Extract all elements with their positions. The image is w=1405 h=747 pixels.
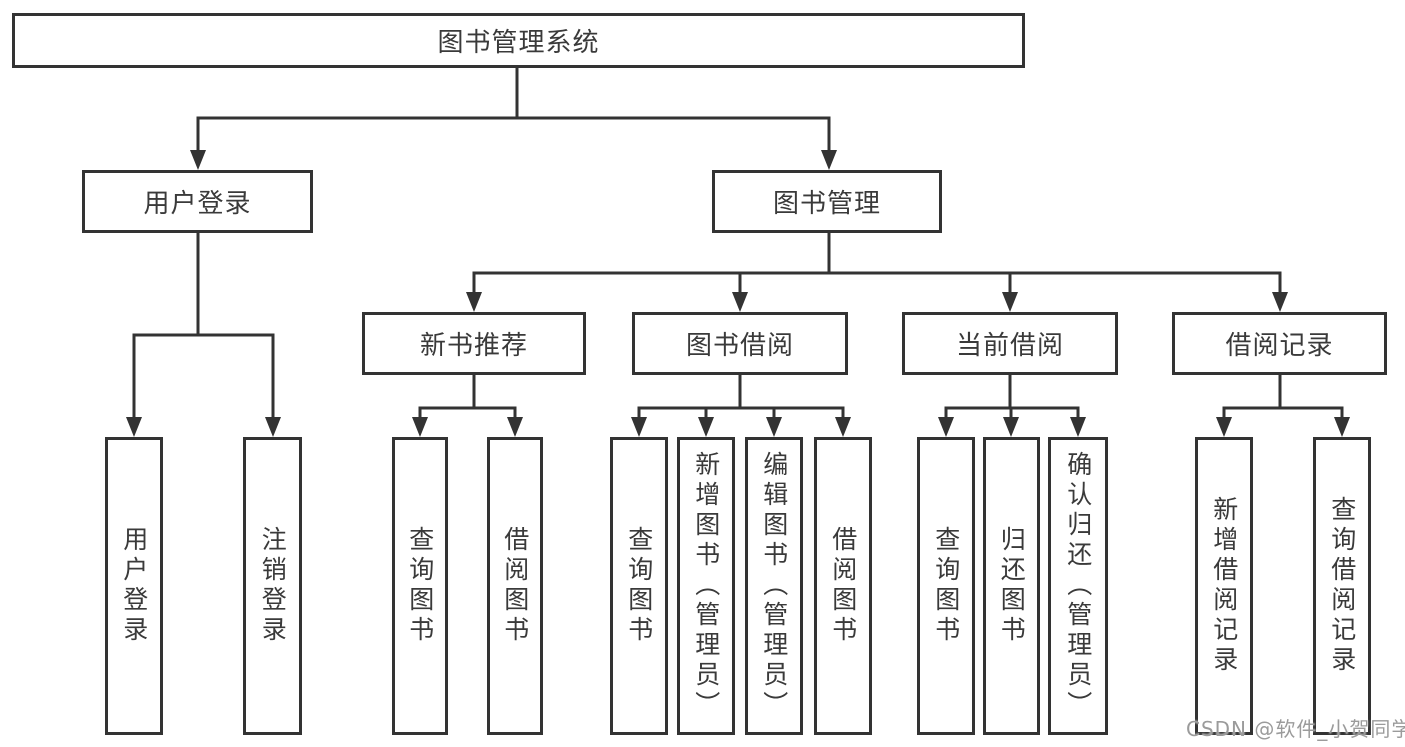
node-current-borrowing: 当前借阅	[902, 312, 1118, 375]
leaf-return-books-label: 归还图书	[997, 526, 1027, 646]
node-current-borrowing-label: 当前借阅	[955, 331, 1064, 361]
leaf-borrow-books-recommend: 借阅图书	[487, 437, 543, 735]
leaf-add-borrow-record: 新增借阅记录	[1195, 437, 1253, 735]
leaf-query-books-current: 查询图书	[917, 437, 975, 735]
leaf-confirm-return-admin-label: 确认归还（管理员）	[1063, 451, 1093, 721]
leaf-query-borrow-record-label: 查询借阅记录	[1327, 496, 1357, 676]
leaf-query-books-recommend-label: 查询图书	[405, 526, 435, 646]
leaf-add-borrow-record-label: 新增借阅记录	[1209, 496, 1239, 676]
leaf-logout-label: 注销登录	[258, 526, 288, 646]
leaf-add-book-admin: 新增图书（管理员）	[677, 437, 735, 735]
node-book-management: 图书管理	[712, 170, 942, 233]
node-user-login-label: 用户登录	[143, 189, 252, 219]
leaf-query-books-borrowing-label: 查询图书	[624, 526, 654, 646]
leaf-borrow-books-borrowing-label: 借阅图书	[828, 526, 858, 646]
watermark: CSDN @软件_小贺同学	[1186, 717, 1405, 741]
leaf-user-login: 用户登录	[105, 437, 163, 735]
leaf-query-borrow-record: 查询借阅记录	[1313, 437, 1371, 735]
node-library-system-label: 图书管理系统	[437, 28, 600, 58]
node-new-book-recommend: 新书推荐	[362, 312, 586, 375]
node-book-borrowing-label: 图书借阅	[685, 331, 794, 361]
leaf-add-book-admin-label: 新增图书（管理员）	[691, 451, 721, 721]
leaf-user-login-label: 用户登录	[119, 526, 149, 646]
node-library-system: 图书管理系统	[12, 13, 1025, 68]
leaf-borrow-books-borrowing: 借阅图书	[814, 437, 872, 735]
node-book-borrowing: 图书借阅	[632, 312, 848, 375]
leaf-query-books-current-label: 查询图书	[931, 526, 961, 646]
node-borrowing-records: 借阅记录	[1172, 312, 1387, 375]
leaf-query-books-recommend: 查询图书	[392, 437, 448, 735]
node-book-management-label: 图书管理	[772, 189, 881, 219]
leaf-logout: 注销登录	[243, 437, 302, 735]
node-new-book-recommend-label: 新书推荐	[419, 331, 528, 361]
leaf-return-books: 归还图书	[983, 437, 1040, 735]
connector-paths	[132, 68, 1344, 420]
leaf-query-books-borrowing: 查询图书	[610, 437, 668, 735]
arrowheads	[126, 150, 1350, 437]
leaf-edit-book-admin-label: 编辑图书（管理员）	[759, 451, 789, 721]
leaf-borrow-books-recommend-label: 借阅图书	[500, 526, 530, 646]
node-borrowing-records-label: 借阅记录	[1225, 331, 1334, 361]
leaf-confirm-return-admin: 确认归还（管理员）	[1048, 437, 1108, 735]
node-user-login: 用户登录	[82, 170, 313, 233]
leaf-edit-book-admin: 编辑图书（管理员）	[745, 437, 803, 735]
